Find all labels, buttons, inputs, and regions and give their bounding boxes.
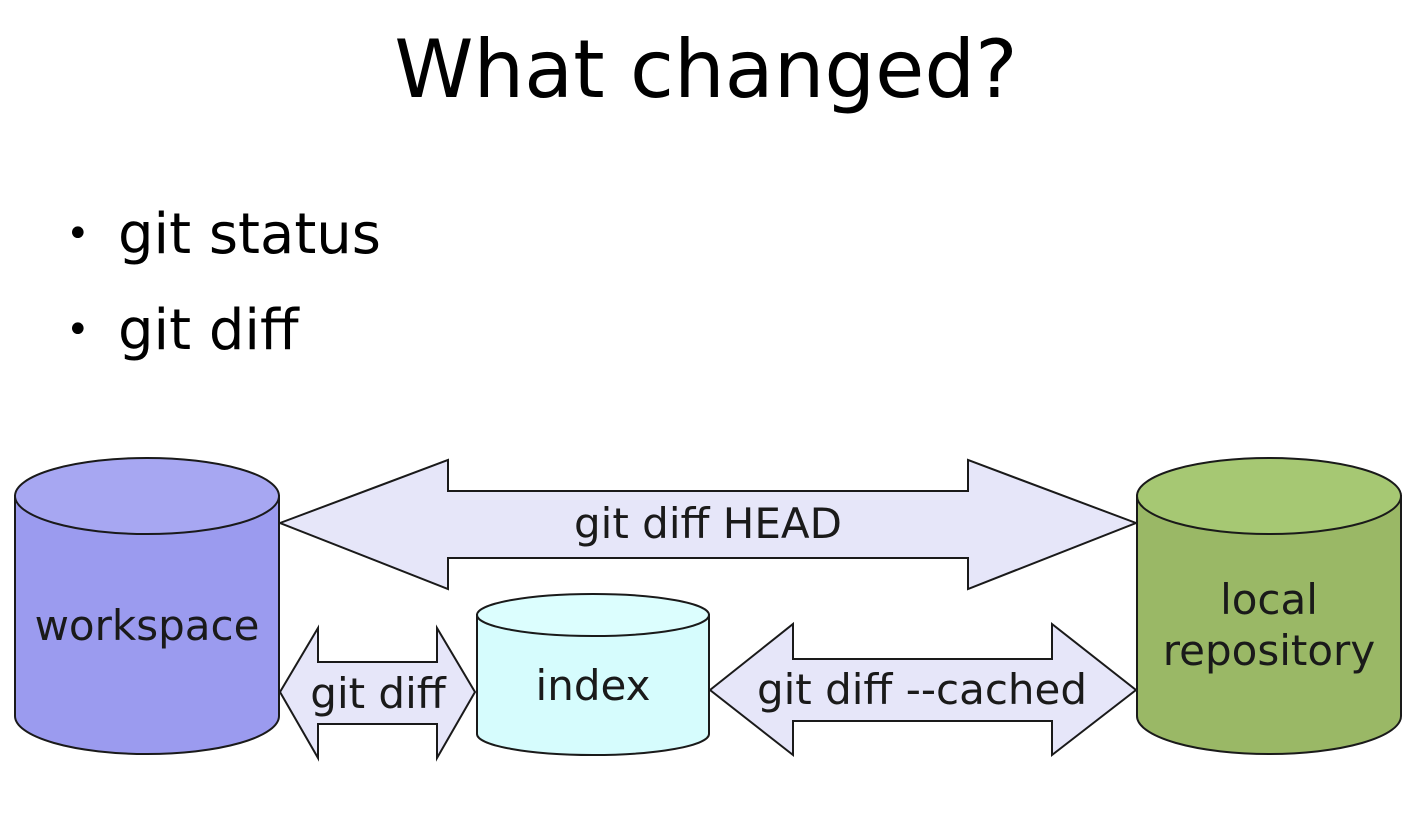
workspace-cylinder: workspace xyxy=(14,457,280,755)
index-cylinder: index xyxy=(476,593,710,756)
workspace-label: workspace xyxy=(35,601,260,650)
arrow-git-diff-shape xyxy=(278,624,477,762)
bullet-dot: • xyxy=(66,307,90,353)
repository-cylinder-top xyxy=(1136,457,1402,535)
arrow-git-diff-head: git diff HEAD xyxy=(277,458,1139,591)
bullet-text-git-diff: git diff xyxy=(118,297,299,363)
arrow-git-diff: git diff xyxy=(278,624,477,762)
arrow-git-diff-cached-label: git diff --cached xyxy=(757,665,1087,714)
bullet-text-git-status: git status xyxy=(118,201,381,267)
bullet-dot: • xyxy=(66,211,90,257)
slide-title: What changed? xyxy=(394,23,1018,116)
index-label: index xyxy=(536,661,651,710)
arrow-git-diff-head-label: git diff HEAD xyxy=(574,499,842,548)
repository-label-line1: local xyxy=(1220,575,1318,624)
bullet-item-git-diff: • git diff xyxy=(66,282,381,378)
bullet-list: • git status • git diff xyxy=(66,186,381,378)
workspace-cylinder-top xyxy=(14,457,280,535)
bullet-item-git-status: • git status xyxy=(66,186,381,282)
arrow-git-diff-cached: git diff --cached xyxy=(708,621,1138,758)
index-cylinder-body xyxy=(476,614,710,756)
workspace-cylinder-body xyxy=(14,495,280,755)
arrow-git-diff-label: git diff xyxy=(310,669,446,718)
index-cylinder-top xyxy=(476,593,710,637)
repository-cylinder: local repository xyxy=(1136,457,1402,755)
repository-cylinder-body xyxy=(1136,495,1402,755)
repository-label-line2: repository xyxy=(1163,626,1375,675)
